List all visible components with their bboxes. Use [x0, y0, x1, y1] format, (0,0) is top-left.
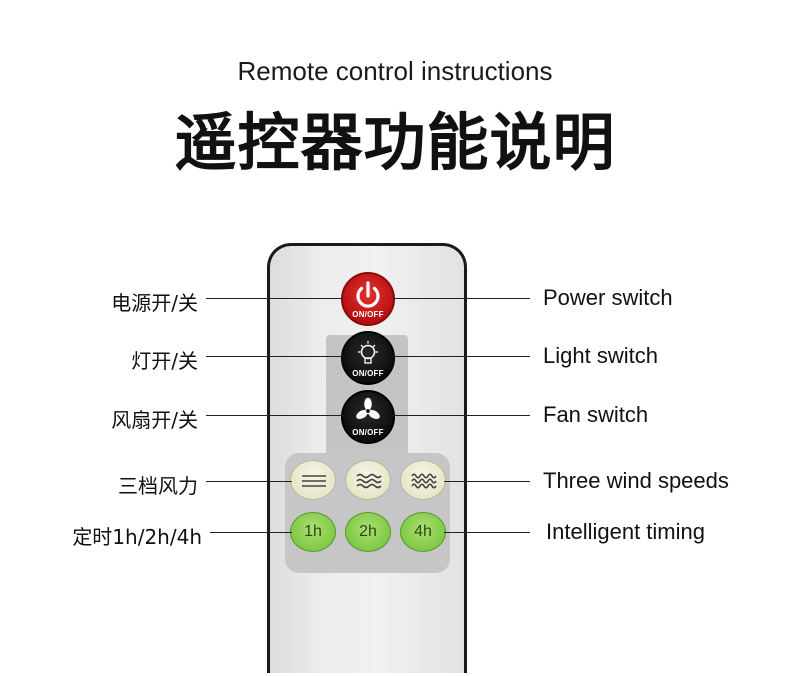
light-button-caption: ON/OFF — [352, 369, 384, 378]
timer-4h-button[interactable]: 4h — [400, 512, 446, 552]
wind-speed-mid-button[interactable] — [345, 460, 391, 500]
fan-button-caption: ON/OFF — [352, 428, 384, 437]
label-light-cn: 灯开/关 — [131, 349, 198, 373]
wind-speed-low-button[interactable] — [290, 460, 336, 500]
label-light-en: Light switch — [543, 343, 658, 368]
wind-speed-1-icon — [302, 475, 326, 487]
power-button-caption: ON/OFF — [352, 310, 384, 319]
leader-line — [206, 356, 343, 357]
leader-line — [444, 481, 530, 482]
leader-line — [206, 415, 343, 416]
leader-line — [206, 298, 343, 299]
timer-2h-label: 2h — [359, 523, 377, 540]
fan-button[interactable]: ON/OFF — [341, 390, 395, 444]
wind-speed-3-icon — [411, 473, 437, 489]
label-timer-cn: 定时1h/2h/4h — [72, 525, 202, 549]
leader-line — [444, 532, 530, 533]
timer-2h-button[interactable]: 2h — [345, 512, 391, 552]
leader-line — [210, 532, 292, 533]
label-timer-en: Intelligent timing — [546, 519, 705, 544]
label-fan-en: Fan switch — [543, 402, 649, 427]
leader-line — [393, 356, 530, 357]
label-fan-cn: 风扇开/关 — [111, 408, 198, 432]
leader-line — [393, 415, 530, 416]
light-bulb-icon — [358, 341, 378, 364]
wind-speed-high-button[interactable] — [400, 460, 446, 500]
light-button[interactable]: ON/OFF — [341, 331, 395, 385]
timer-4h-label: 4h — [414, 523, 432, 540]
power-icon — [356, 281, 380, 308]
page-title: 遥控器功能说明 — [174, 106, 616, 179]
label-speed-cn: 三档风力 — [118, 474, 198, 498]
leader-line — [206, 481, 292, 482]
leader-line — [393, 298, 530, 299]
wind-speed-2-icon — [356, 473, 382, 489]
power-button[interactable]: ON/OFF — [341, 272, 395, 326]
label-power-en: Power switch — [543, 285, 673, 310]
fan-icon — [356, 397, 380, 420]
timer-1h-button[interactable]: 1h — [290, 512, 336, 552]
label-power-cn: 电源开/关 — [111, 291, 198, 315]
subtitle: Remote control instructions — [237, 56, 553, 86]
label-speed-en: Three wind speeds — [543, 468, 729, 493]
timer-1h-label: 1h — [304, 523, 322, 540]
